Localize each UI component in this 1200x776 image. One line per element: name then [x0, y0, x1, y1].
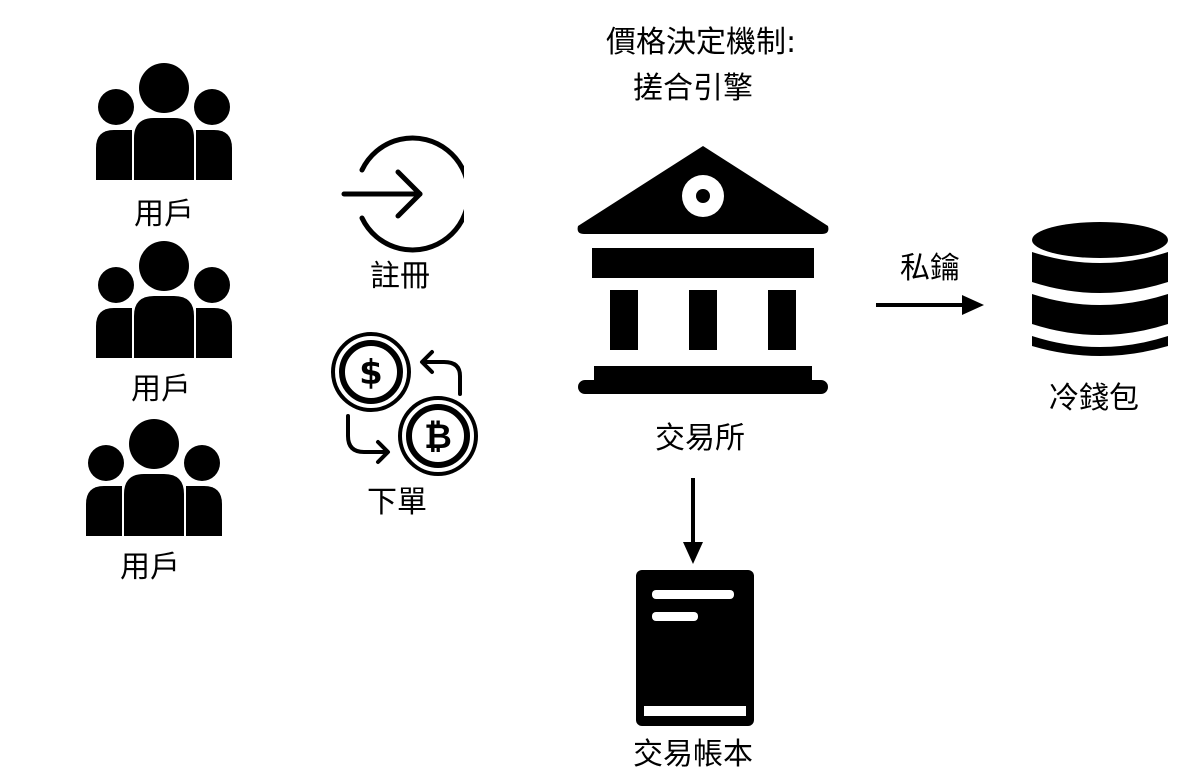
user-label: 用戶	[134, 197, 194, 232]
arrow-down-icon	[680, 476, 706, 566]
currency-exchange-icon: $ ₿	[328, 332, 482, 476]
sign-in-arrow-icon	[340, 132, 464, 256]
order-label: 下單	[367, 485, 427, 520]
exchange-label: 交易所	[655, 421, 745, 456]
register-label: 註冊	[370, 259, 430, 294]
arrow-right-icon	[874, 292, 986, 318]
private-key-label: 私鑰	[900, 251, 960, 286]
bank-building-icon	[576, 144, 830, 396]
ledger-label: 交易帳本	[633, 737, 753, 772]
svg-text:$: $	[359, 353, 383, 393]
database-stack-icon	[1030, 220, 1170, 360]
users-group-icon	[92, 62, 236, 186]
mechanism-title-line2: 搓合引擎	[633, 71, 753, 106]
users-group-icon	[82, 418, 226, 542]
mechanism-title-line1: 價格決定機制:	[606, 25, 797, 60]
users-group-icon	[92, 240, 236, 364]
book-icon	[634, 568, 756, 728]
user-label: 用戶	[131, 372, 191, 407]
user-label: 用戶	[120, 550, 180, 585]
cold-wallet-label: 冷錢包	[1049, 381, 1139, 416]
svg-text:₿: ₿	[424, 417, 452, 457]
